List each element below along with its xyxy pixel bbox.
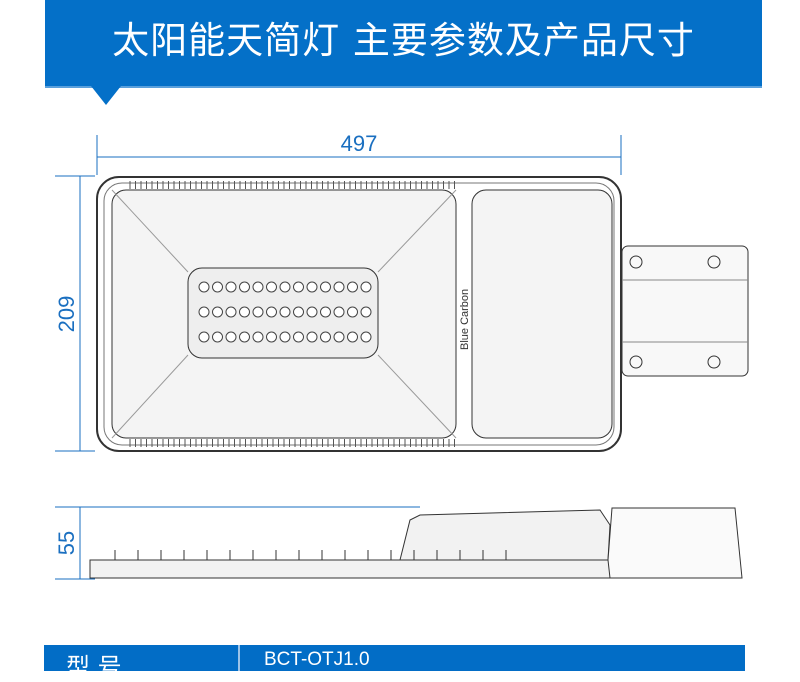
led-icon xyxy=(293,306,304,318)
led-icon xyxy=(266,331,277,343)
page-title: 太阳能天简灯 主要参数及产品尺寸 xyxy=(112,19,695,62)
led-icon xyxy=(225,281,237,293)
led-icon xyxy=(225,306,237,318)
model-value: BCT-OTJ1.0 xyxy=(264,649,370,670)
led-icon xyxy=(360,306,372,318)
led-icon xyxy=(198,331,210,343)
spec-row: 型 号 BCT-OTJ1.0 xyxy=(44,645,745,681)
led-icon xyxy=(306,306,318,318)
led-icon xyxy=(212,306,223,318)
led-icon xyxy=(239,281,250,293)
led-icon xyxy=(347,306,358,318)
led-icon xyxy=(320,281,331,293)
led-icon xyxy=(225,331,237,343)
led-icon xyxy=(320,331,331,343)
product-drawing: 497 209 55 Blue Carbon xyxy=(54,131,749,580)
led-icon xyxy=(266,306,277,318)
divider xyxy=(238,645,240,671)
led-icon xyxy=(360,281,372,293)
led-icon xyxy=(198,281,210,293)
model-label: 型 号 xyxy=(66,653,122,681)
led-icon xyxy=(252,281,264,293)
led-icon xyxy=(293,281,304,293)
led-icon xyxy=(212,281,223,293)
width-dimension: 497 xyxy=(341,131,378,156)
header-banner: 太阳能天简灯 主要参数及产品尺寸 xyxy=(45,0,762,88)
lamp-side-view xyxy=(89,507,743,579)
dimension-lines xyxy=(55,135,622,580)
led-icon xyxy=(239,331,250,343)
led-icon xyxy=(293,331,304,343)
led-icon xyxy=(306,281,318,293)
led-icon xyxy=(279,306,291,318)
led-icon xyxy=(198,306,210,318)
lamp-top-view xyxy=(96,176,749,452)
led-icon xyxy=(333,331,345,343)
led-icon xyxy=(333,306,345,318)
led-icon xyxy=(252,306,264,318)
led-icon xyxy=(239,306,250,318)
led-icon xyxy=(347,281,358,293)
side-height-dimension: 55 xyxy=(54,531,79,555)
led-icon xyxy=(266,281,277,293)
led-icon xyxy=(347,331,358,343)
led-icon xyxy=(306,331,318,343)
led-icon xyxy=(279,331,291,343)
led-icon xyxy=(360,331,372,343)
banner-pointer xyxy=(91,86,121,105)
led-icon xyxy=(320,306,331,318)
led-icon xyxy=(212,331,223,343)
brand-text: Blue Carbon xyxy=(459,289,471,350)
height-dimension: 209 xyxy=(54,296,79,333)
led-icon xyxy=(252,331,264,343)
led-icon xyxy=(279,281,291,293)
led-icon xyxy=(333,281,345,293)
